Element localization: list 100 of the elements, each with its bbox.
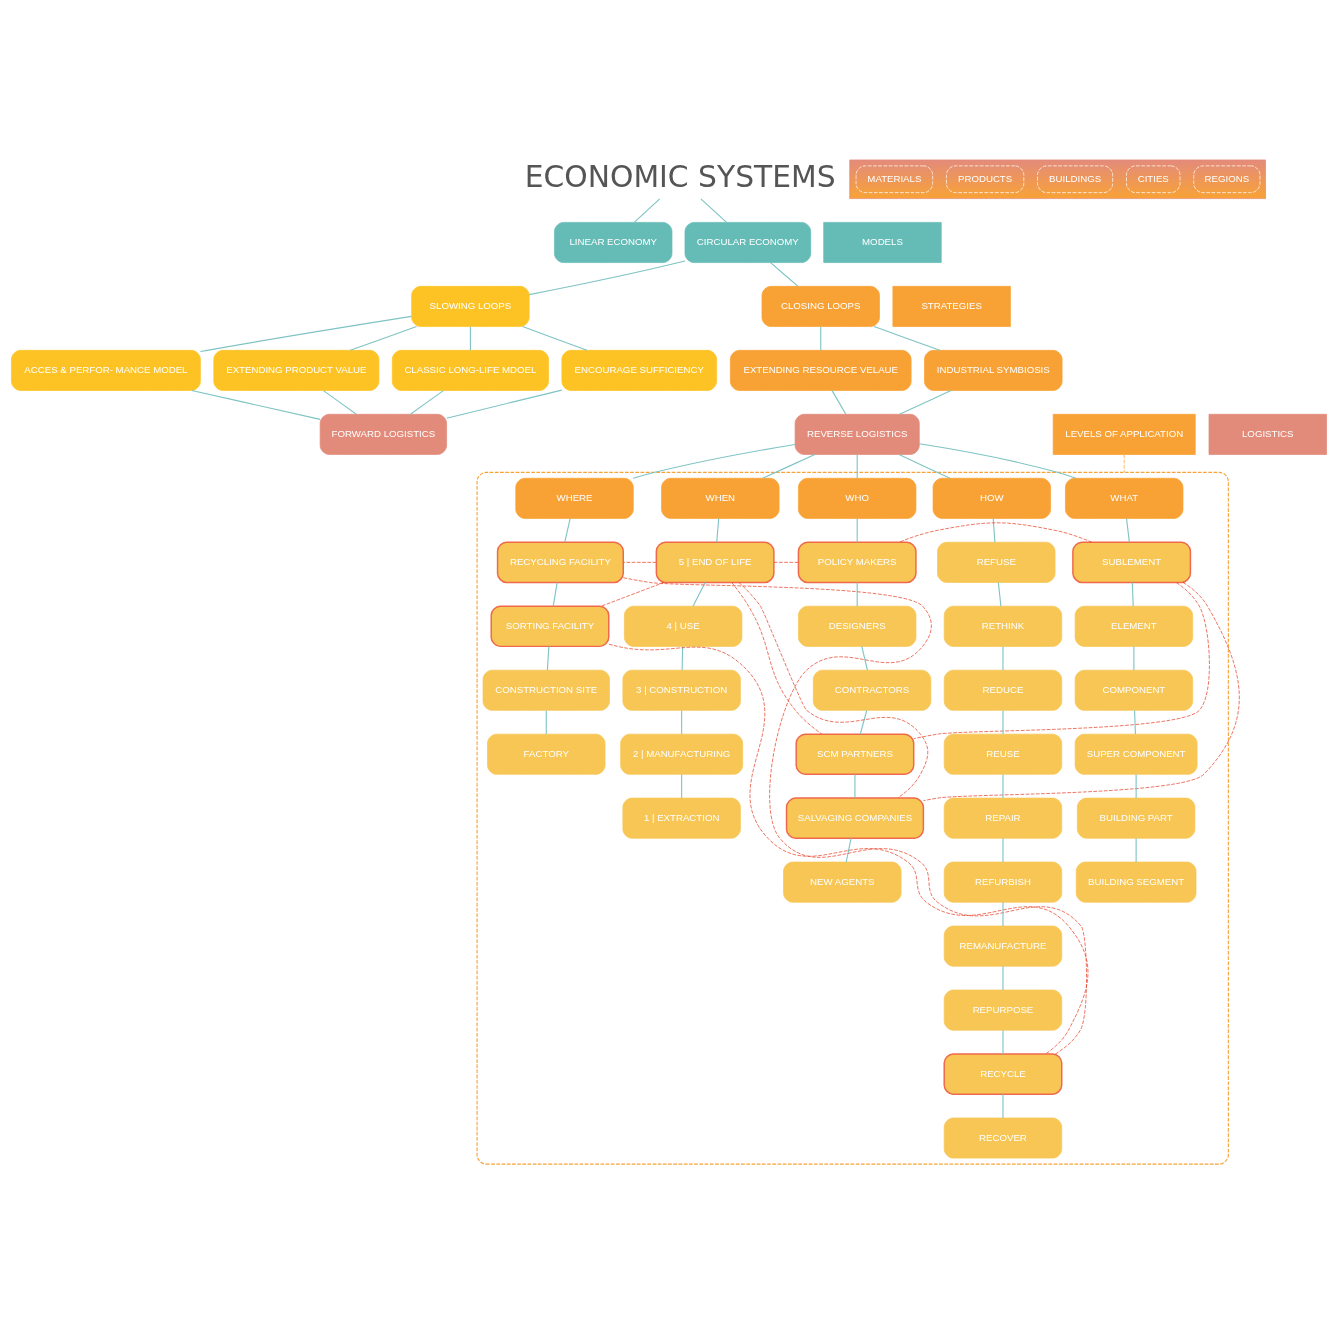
node-box: REVERSE LOGISTICS: [794, 413, 920, 455]
connector: [1002, 1029, 1004, 1055]
connector: [564, 517, 571, 543]
node-box: FACTORY: [487, 733, 606, 775]
node-box: 4 | USE: [624, 605, 743, 647]
node-box: LEVELS OF APPLICATION: [1052, 413, 1196, 455]
node-box: SALVAGING COMPANIES: [785, 797, 925, 840]
node-box: PRODUCTS: [946, 165, 1025, 193]
node-box: WHERE: [515, 477, 634, 519]
node-box: CONSTRUCTION SITE: [482, 669, 610, 711]
connector: [1002, 965, 1004, 991]
node-box: RECYCLE: [943, 1053, 1063, 1095]
connector: [1131, 581, 1134, 607]
node-box: SUPER COMPONENT: [1074, 733, 1198, 775]
connector: [731, 582, 823, 735]
connector: [1125, 517, 1130, 543]
connector: [856, 517, 858, 543]
connector: [845, 837, 852, 863]
connector: [773, 561, 799, 563]
connector: [1134, 709, 1136, 735]
connector: [191, 389, 321, 420]
node-box: LINEAR ECONOMY: [554, 222, 673, 263]
connector: [633, 198, 661, 223]
node-box: EXTENDING PRODUCT VALUE: [213, 349, 380, 391]
node-box: 5 | END OF LIFE: [655, 541, 775, 584]
connector: [1002, 837, 1004, 863]
node-box: DESIGNERS: [798, 605, 917, 647]
connector: [856, 581, 858, 607]
connector: [769, 262, 799, 287]
connector: [199, 315, 413, 353]
connector: [1002, 709, 1004, 735]
node-box: 3 | CONSTRUCTION: [622, 669, 741, 711]
connector: [1133, 645, 1135, 671]
node-box: REPURPOSE: [943, 989, 1063, 1031]
connector: [716, 517, 720, 543]
connector: [898, 390, 952, 415]
node-box: REUSE: [943, 733, 1063, 775]
node-box: SUBLEMENT: [1072, 541, 1192, 584]
cluster: [849, 159, 1266, 199]
connector: [322, 390, 357, 415]
node-box: STRATEGIES: [892, 286, 1011, 327]
connector: [623, 577, 1087, 1055]
connector: [681, 773, 683, 799]
node-box: MATERIALS: [855, 165, 934, 193]
cluster: [476, 471, 1229, 1165]
connector: [546, 645, 550, 671]
connector: [992, 517, 996, 543]
node-box: RECYCLING FACILITY: [496, 541, 624, 584]
connector: [545, 709, 547, 735]
node-box: SORTING FACILITY: [490, 605, 610, 648]
node-box: ELEMENT: [1074, 605, 1193, 647]
connector: [692, 581, 706, 607]
node-box: CLOSING LOOPS: [761, 286, 880, 327]
connector: [522, 326, 588, 351]
connector: [1135, 837, 1137, 863]
connector: [856, 454, 858, 479]
connector: [409, 390, 444, 415]
connector: [552, 581, 558, 607]
node-box: CIRCULAR ECONOMY: [684, 222, 812, 263]
connector: [918, 443, 1077, 479]
node-box: COMPONENT: [1074, 669, 1193, 711]
connector: [854, 773, 856, 799]
connector: [700, 198, 728, 223]
connector: [681, 645, 684, 671]
node-box: CLASSIC LONG-LIFE MDOEL: [391, 349, 549, 391]
node-box: 1 | EXTRACTION: [622, 797, 741, 839]
node-box: SLOWING LOOPS: [411, 286, 530, 327]
node-box: REFURBISH: [943, 861, 1063, 903]
node-box: WHAT: [1065, 477, 1184, 519]
node-box: NEW AGENTS: [783, 861, 902, 903]
connector: [898, 522, 1093, 543]
node-box: SCM PARTNERS: [795, 733, 915, 776]
node-text: ECONOMIC SYSTEMS: [524, 158, 836, 194]
connector: [873, 326, 941, 351]
node-box: EXTENDING RESOURCE VELAUE: [730, 349, 912, 391]
connector: [1002, 1093, 1004, 1119]
connector: [608, 643, 1089, 1055]
node-box: INDUSTRIAL SYMBIOSIS: [924, 349, 1063, 391]
node-box: WHO: [798, 477, 917, 519]
connector: [1123, 454, 1125, 473]
connector: [820, 326, 822, 351]
connector: [859, 709, 868, 735]
node-box: REGIONS: [1193, 165, 1261, 193]
node-box: RECOVER: [943, 1117, 1063, 1159]
node-box: MODELS: [823, 222, 942, 263]
connector: [923, 582, 1240, 801]
connector: [913, 582, 1210, 739]
connector: [1002, 773, 1004, 799]
node-box: BUILDINGS: [1037, 165, 1114, 193]
node-box: WHEN: [661, 477, 780, 519]
node-box: 2 | MANUFACTURING: [620, 733, 743, 775]
node-box: CONTRACTORS: [812, 669, 932, 711]
connector: [681, 709, 683, 735]
connector: [446, 389, 563, 419]
connector: [997, 581, 1002, 607]
node-box: REMANUFACTURE: [943, 925, 1063, 967]
connector: [1135, 773, 1137, 799]
node-box: CITIES: [1126, 165, 1181, 193]
connector: [349, 326, 418, 351]
connector: [600, 582, 665, 607]
